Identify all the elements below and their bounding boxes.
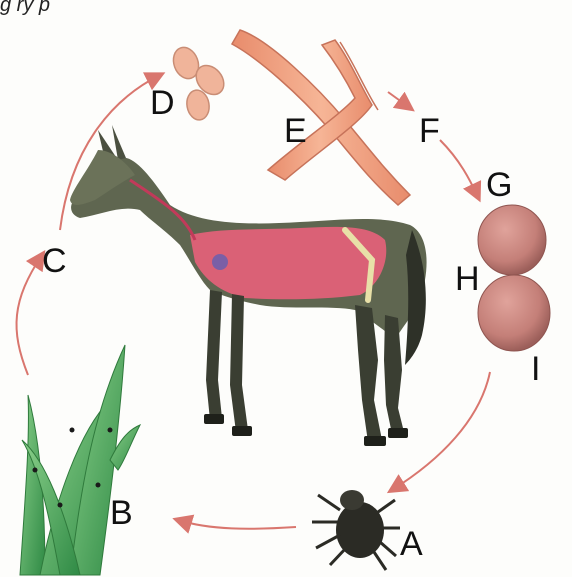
label-c: C	[42, 244, 67, 278]
label-g: G	[486, 168, 512, 202]
egg-lower	[478, 275, 550, 351]
egg-upper	[478, 205, 546, 275]
label-i: I	[531, 352, 540, 386]
stage-e-worms	[232, 30, 410, 205]
label-f: F	[419, 114, 440, 148]
label-h: H	[455, 262, 480, 296]
stage-b-grass	[20, 345, 140, 575]
label-d: D	[150, 86, 175, 120]
label-a: A	[400, 527, 423, 561]
stage-a-tick	[312, 490, 400, 570]
arrow-a-to-b	[178, 520, 296, 529]
label-e: E	[284, 114, 307, 148]
arrow-e-to-f	[388, 92, 410, 108]
arrow-f-to-g	[440, 140, 478, 197]
label-b: B	[110, 496, 133, 530]
worm-1	[232, 30, 410, 205]
stage-d-eggs	[169, 44, 229, 122]
arrow-b-to-c	[16, 255, 42, 375]
stage-eggs-ghi	[478, 205, 550, 351]
